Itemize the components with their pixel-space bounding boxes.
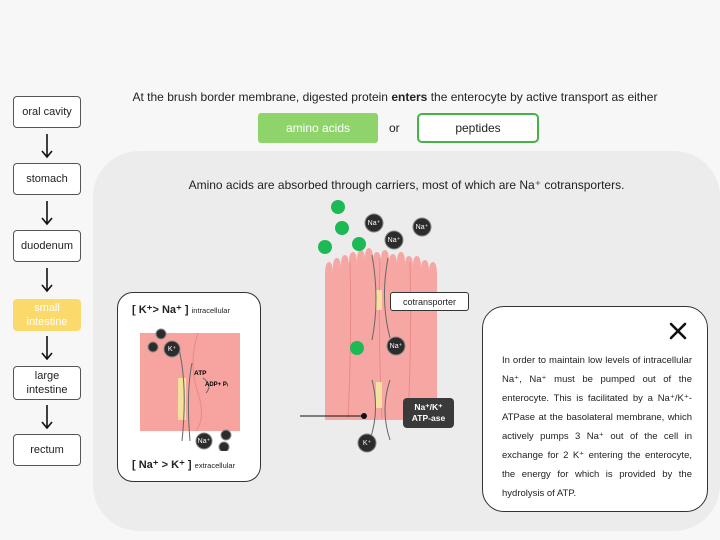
amino-acid xyxy=(331,200,345,214)
na-ion xyxy=(364,213,384,233)
enterocyte-cell xyxy=(325,248,437,420)
adp-label: ADP+ Pᵢ xyxy=(205,382,228,388)
k-ion-label: K⁺ xyxy=(363,440,372,447)
nav-duodenum[interactable]: duodenum xyxy=(13,230,81,262)
na-ion-label: Na⁺ xyxy=(388,237,401,244)
cotransporter-label: cotransporter xyxy=(390,292,469,311)
header-text: At the brush border membrane, digested p… xyxy=(132,90,658,104)
inset-cell-diagram: ATP ADP+ Pᵢ K⁺ Na⁺ xyxy=(140,328,240,451)
nav-small-intestine[interactable]: small intestine xyxy=(13,299,81,331)
na-ion-label: Na⁺ xyxy=(416,224,429,231)
na-ion-label: Na⁺ xyxy=(368,220,381,227)
nav-label: stomach xyxy=(26,173,68,185)
inset-bottom-title: [ Na⁺ > K⁺ ] extracellular xyxy=(132,459,236,471)
peptides-label: peptides xyxy=(455,121,501,135)
or-label: or xyxy=(389,121,400,135)
nav-label: oral cavity xyxy=(22,106,72,118)
peptides-button[interactable]: peptides xyxy=(417,113,539,143)
atpase-label: Na⁺/K⁺ ATP-ase xyxy=(403,398,454,428)
atpase-channel xyxy=(376,382,382,408)
nav-stomach[interactable]: stomach xyxy=(13,163,81,195)
amino-acid xyxy=(335,221,349,235)
na-ion-label: Na⁺ xyxy=(198,438,211,445)
enterocyte-diagram: Na⁺ Na⁺ Na⁺ Na⁺ K⁺ xyxy=(300,200,437,453)
amino-acid xyxy=(350,341,364,355)
na-ion-label: Na⁺ xyxy=(390,343,403,350)
arrow-down-icon xyxy=(41,134,53,159)
na-ion xyxy=(384,230,404,250)
nav-label: large intestine xyxy=(26,370,68,396)
amino-acids-button[interactable]: amino acids xyxy=(258,113,378,143)
info-popup: In order to maintain low levels of intra… xyxy=(482,306,708,512)
close-icon[interactable] xyxy=(668,321,688,341)
nav-large-intestine[interactable]: large intestine xyxy=(13,366,81,400)
nav-rectum[interactable]: rectum xyxy=(13,434,81,466)
nav-label: small intestine xyxy=(26,302,68,328)
arrow-down-icon xyxy=(41,201,53,226)
nav-label: duodenum xyxy=(21,240,73,252)
arrow-down-icon xyxy=(41,336,53,361)
atpase-label-line2: ATP-ase xyxy=(411,413,446,423)
k-ion-label: K⁺ xyxy=(168,346,177,353)
atpase-inset: [ K⁺> Na⁺ ] intracellular ATP ADP+ Pᵢ K⁺… xyxy=(117,292,261,482)
cotransporter-channel xyxy=(376,290,382,310)
amino-acid xyxy=(318,240,332,254)
amino-acid xyxy=(352,237,366,251)
arrow-down-icon xyxy=(41,405,53,430)
na-ion xyxy=(412,217,432,237)
amino-acids-label: amino acids xyxy=(285,121,351,135)
arrow-down-icon xyxy=(41,268,53,293)
panel-text: Amino acids are absorbed through carrier… xyxy=(188,178,625,192)
atpase-label-line1: Na⁺/K⁺ xyxy=(414,402,443,412)
nav-label: rectum xyxy=(30,444,64,456)
k-ion xyxy=(357,433,377,453)
popup-text: In order to maintain low levels of intra… xyxy=(502,355,692,499)
na-ion xyxy=(386,336,406,356)
nav-oral-cavity[interactable]: oral cavity xyxy=(13,96,81,128)
inset-top-title: [ K⁺> Na⁺ ] intracellular xyxy=(132,304,230,316)
atp-label: ATP xyxy=(194,370,207,377)
